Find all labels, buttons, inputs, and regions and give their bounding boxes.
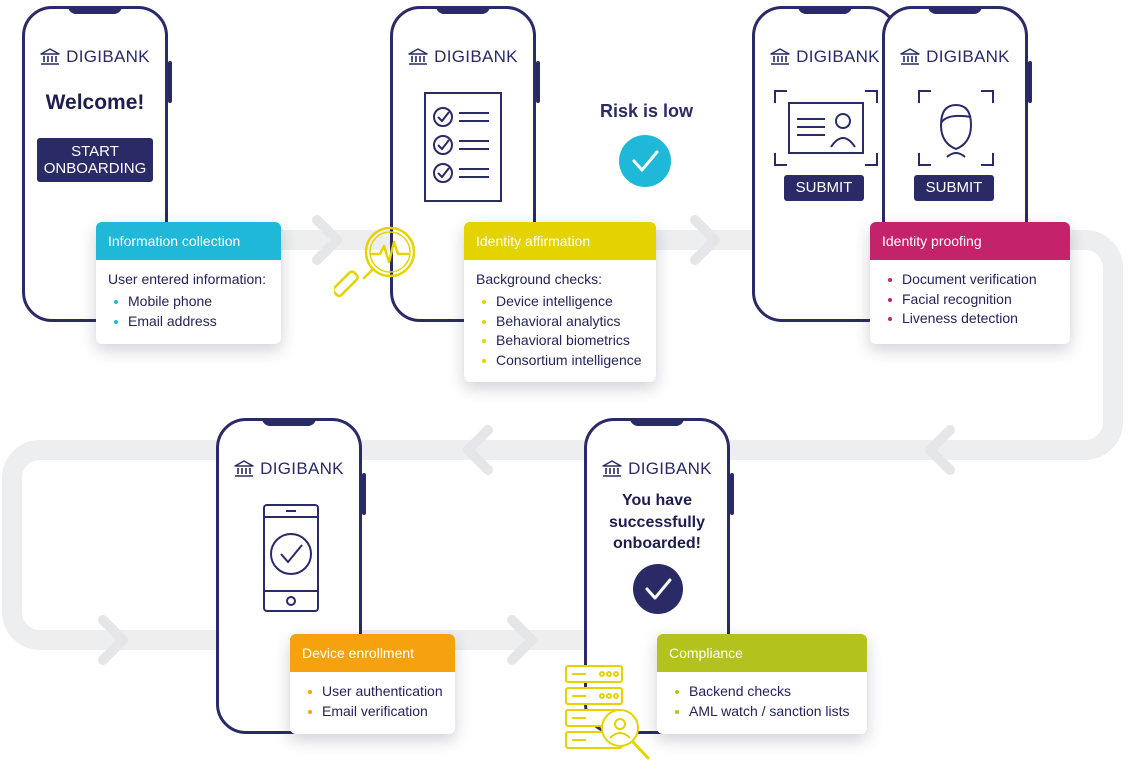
phone-side-button (168, 61, 172, 103)
brand-name: DIGIBANK (796, 47, 880, 66)
submit-document-button[interactable]: SUBMIT (784, 175, 864, 201)
brand-logo: DIGIBANK (393, 47, 533, 67)
brand-logo: DIGIBANK (219, 459, 359, 479)
start-onboarding-line1: START (71, 143, 119, 160)
start-onboarding-button[interactable]: START ONBOARDING (37, 138, 153, 182)
list-item: User authentication (302, 682, 443, 702)
bank-building-icon (234, 460, 254, 478)
card-title: Compliance (657, 634, 867, 672)
card-intro: Background checks: (476, 271, 603, 287)
bank-building-icon (770, 48, 790, 66)
list-item: Backend checks (669, 682, 855, 702)
id-card-scan-icon (774, 90, 878, 166)
success-line2: successfully (608, 513, 706, 531)
card-list: Backend checks AML watch / sanction list… (669, 682, 855, 721)
card-list: Device intelligence Behavioral analytics… (476, 292, 644, 370)
card-identity-affirmation: Identity affirmation Background checks: … (464, 222, 656, 382)
list-item: Email address (108, 312, 269, 332)
phone-side-button (536, 61, 540, 103)
checkmark-circle-icon (619, 135, 671, 187)
bank-building-icon (900, 48, 920, 66)
list-item: Consortium intelligence (476, 351, 644, 371)
phone-notch (262, 418, 316, 426)
bank-building-icon (602, 460, 622, 478)
face-scan-icon (918, 90, 994, 166)
list-item: Mobile phone (108, 292, 269, 312)
phone-notch (798, 6, 852, 14)
phone-side-button (1028, 61, 1032, 103)
brand-name: DIGIBANK (926, 47, 1010, 66)
list-item: Behavioral analytics (476, 312, 644, 332)
phone-notch (68, 6, 122, 14)
brand-name: DIGIBANK (260, 459, 344, 478)
brand-logo: DIGIBANK (885, 47, 1025, 67)
card-identity-proofing: Identity proofing Document verification … (870, 222, 1070, 344)
server-search-icon (565, 665, 650, 760)
phone-side-button (362, 473, 366, 515)
brand-name: DIGIBANK (434, 47, 518, 66)
card-intro: User entered information: (108, 271, 266, 287)
card-compliance: Compliance Backend checks AML watch / sa… (657, 634, 867, 734)
list-item: Document verification (882, 270, 1058, 290)
card-list: Mobile phone Email address (108, 292, 269, 331)
checkmark-circle-icon (633, 564, 683, 614)
card-title: Identity affirmation (464, 222, 656, 260)
brand-logo: DIGIBANK (587, 459, 727, 479)
success-line3: onboarded! (613, 535, 701, 552)
brand-name: DIGIBANK (66, 47, 150, 66)
card-title: Information collection (96, 222, 281, 260)
phone-notch (928, 6, 982, 14)
phone-side-button (730, 473, 734, 515)
list-item: Email verification (302, 702, 443, 722)
list-item: Liveness detection (882, 309, 1058, 329)
list-item: AML watch / sanction lists (669, 702, 855, 722)
submit-selfie-button[interactable]: SUBMIT (914, 175, 994, 201)
card-title: Device enrollment (290, 634, 455, 672)
card-list: User authentication Email verification (302, 682, 443, 721)
brand-logo: DIGIBANK (755, 47, 895, 67)
phone-notch (436, 6, 490, 14)
card-title: Identity proofing (870, 222, 1070, 260)
flow-arrows (98, 215, 955, 665)
brand-logo: DIGIBANK (25, 47, 165, 67)
success-message: You have successfully onboarded! (587, 490, 727, 555)
card-list: Document verification Facial recognition… (882, 270, 1058, 329)
success-line1: You have (622, 492, 692, 509)
start-onboarding-line2: ONBOARDING (43, 160, 147, 177)
bank-building-icon (40, 48, 60, 66)
list-item: Facial recognition (882, 290, 1058, 310)
phone-notch (630, 418, 684, 426)
list-item: Device intelligence (476, 292, 644, 312)
risk-label: Risk is low (600, 101, 694, 121)
list-item: Behavioral biometrics (476, 331, 644, 351)
checklist-icon (424, 92, 502, 202)
magnifier-pulse-icon (334, 226, 416, 298)
card-information-collection: Information collection User entered info… (96, 222, 281, 344)
card-device-enrollment: Device enrollment User authentication Em… (290, 634, 455, 734)
bank-building-icon (408, 48, 428, 66)
brand-name: DIGIBANK (628, 459, 712, 478)
mobile-check-icon (263, 504, 319, 612)
welcome-title: Welcome! (45, 91, 145, 114)
